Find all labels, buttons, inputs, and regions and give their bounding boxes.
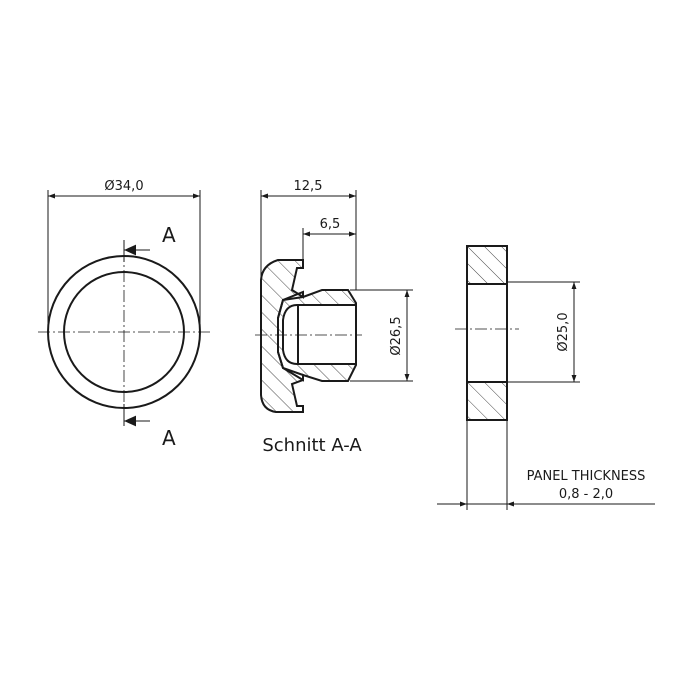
panel-section-bottom (466, 381, 508, 421)
outer-diameter-label: Ø34,0 (104, 179, 143, 194)
panel-thickness-range: 0,8 - 2,0 (559, 487, 613, 502)
front-view: A A Ø34,0 (38, 179, 212, 450)
hole-diameter-label: Ø25,0 (556, 312, 571, 351)
panel-view: Ø25,0 PANEL THICKNESS 0,8 - 2,0 (437, 245, 655, 510)
panel-thickness-title: PANEL THICKNESS (527, 469, 646, 484)
inner-length-label: 6,5 (320, 217, 341, 232)
panel-section-top (466, 245, 508, 285)
section-title: Schnitt A-A (262, 435, 362, 456)
overall-length-label: 12,5 (294, 179, 323, 194)
plug-diameter-label: Ø26,5 (389, 316, 404, 355)
section-marker-top: A (162, 223, 176, 247)
section-cavity (282, 304, 357, 365)
section-view: 12,5 6,5 Ø26,5 Schnitt A-A (255, 179, 413, 456)
section-marker-bottom: A (162, 426, 176, 450)
